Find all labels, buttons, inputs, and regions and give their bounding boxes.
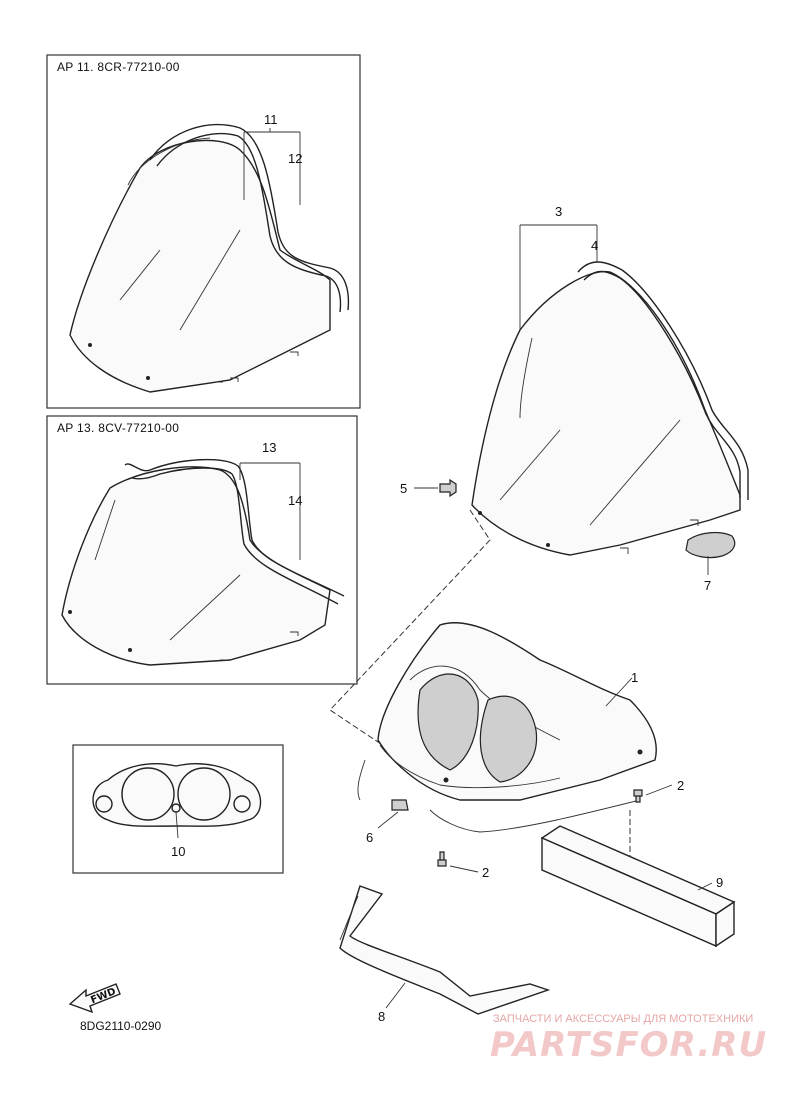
inset-ap11-frame	[46, 54, 361, 409]
trim-ap13-outer	[124, 458, 345, 597]
callout-1: 1	[631, 670, 638, 685]
inset-ap11-title: AP 11. 8CR-77210-00	[57, 60, 180, 74]
screw-part-5: 5	[400, 478, 457, 498]
indicator-right	[233, 795, 251, 813]
gauge-right	[177, 767, 231, 821]
callout-4: 4	[591, 238, 598, 253]
windshield-main: 3 4	[471, 204, 749, 556]
hole-marker	[128, 648, 132, 652]
bolt-part-2a: 2	[633, 778, 684, 803]
callout-10: 10	[171, 844, 185, 859]
callout-8: 8	[378, 1009, 385, 1024]
drawing-code: 8DG2110-0290	[80, 1019, 161, 1033]
hole-marker	[88, 343, 92, 347]
seal-part-8: 8	[339, 885, 551, 1024]
callout-3: 3	[555, 204, 562, 219]
callout-9: 9	[716, 875, 723, 890]
callout-6: 6	[366, 830, 373, 845]
indicator-left	[95, 795, 113, 813]
gauge-inset-frame	[72, 744, 284, 874]
callout-11: 11	[264, 112, 278, 127]
hole-marker	[146, 376, 150, 380]
gauge-left	[121, 767, 175, 821]
foam-block-part-9: 9	[540, 825, 736, 948]
windshield-main-trim	[577, 261, 749, 500]
watermark: ЗАПЧАСТИ И АКСЕССУАРЫ ДЛЯ МОТОТЕХНИКИ PA…	[490, 1013, 767, 1065]
watermark-logo: PARTSFOR.RU	[490, 1025, 767, 1065]
callout-5: 5	[400, 481, 407, 496]
grommet-part-6: 6	[366, 799, 409, 845]
callout-2b: 2	[482, 865, 489, 880]
watermark-tagline: ЗАПЧАСТИ И АКСЕССУАРЫ ДЛЯ МОТОТЕХНИКИ	[493, 1013, 753, 1025]
callout-14: 14	[288, 493, 302, 508]
callout-2a: 2	[677, 778, 684, 793]
callout-13: 13	[262, 440, 276, 455]
bolt-part-2b: 2	[437, 851, 489, 880]
fwd-arrow: FWD	[68, 983, 121, 1014]
trim-ap11-outer	[149, 123, 350, 311]
callout-12: 12	[288, 151, 302, 166]
inset-ap13: AP 13. 8CV-77210-00 13 14	[46, 415, 358, 685]
knob-part-7: 7	[685, 531, 736, 593]
inset-ap11: AP 11. 8CR-77210-00 11 12	[46, 54, 361, 409]
callout-7: 7	[704, 578, 711, 593]
inset-ap13-frame	[46, 415, 358, 685]
inset-ap13-title: AP 13. 8CV-77210-00	[57, 421, 179, 435]
hole-marker	[68, 610, 72, 614]
windshield-main-body	[471, 270, 741, 556]
front-cowl-part-1: 1	[357, 622, 657, 833]
gauge-panel-part-10: 10	[72, 744, 284, 874]
assembly-line	[329, 509, 491, 751]
windshield-ap11	[69, 139, 331, 393]
